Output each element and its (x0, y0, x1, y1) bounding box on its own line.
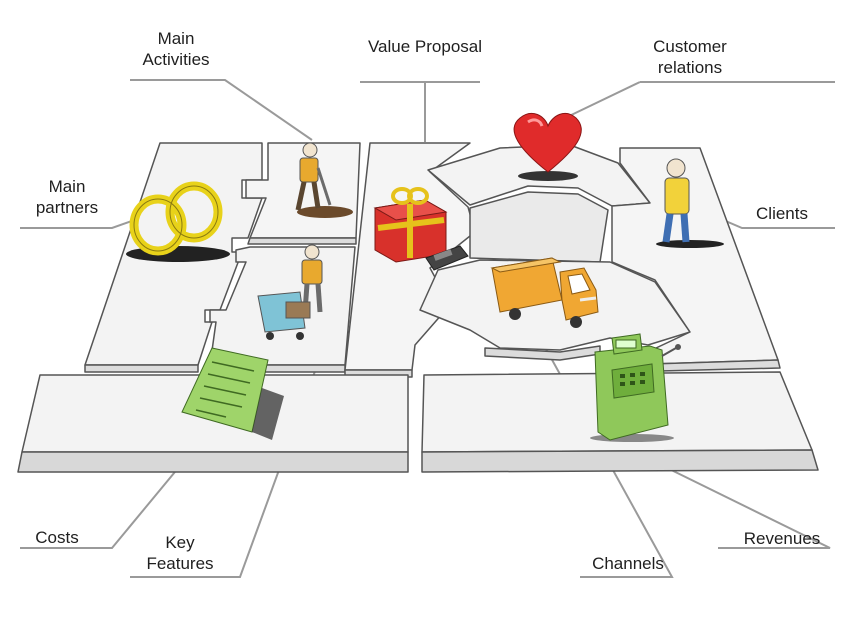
label-main-activities: Main Activities (128, 28, 224, 70)
board (17, 142, 819, 473)
label-customer-relations-line2: relations (657, 58, 723, 77)
label-main-partners: Main partners (22, 176, 112, 218)
leader-revenues (654, 461, 831, 549)
leader-main-partners (20, 217, 141, 229)
label-key-features-line2: Features (146, 554, 214, 573)
label-costs: Costs (22, 527, 92, 548)
worker-cart-icon (257, 244, 323, 340)
label-value-proposal: Value Proposal (355, 36, 495, 57)
label-revenues: Revenues (732, 528, 832, 549)
cash-register-icon (590, 333, 681, 442)
worker-digging-icon (295, 142, 353, 218)
block-inner-ring (469, 191, 609, 263)
label-revenues-text: Revenues (743, 529, 821, 548)
leader-main-activities (130, 79, 313, 141)
client-person-icon (656, 158, 724, 248)
gift-icon (373, 187, 448, 263)
document-icon (181, 347, 284, 440)
label-customer-relations: Customer relations (638, 36, 742, 78)
phone-icon (425, 245, 469, 271)
block-clients (611, 147, 779, 366)
label-clients-text: Clients (756, 204, 808, 223)
label-costs-text: Costs (35, 528, 79, 547)
label-main-activities-line1: Main (157, 29, 195, 48)
label-channels-text: Channels (592, 554, 664, 573)
block-main-partners-side (84, 364, 199, 373)
block-revenues-side (421, 449, 819, 473)
label-customer-relations-line1: Customer (653, 37, 727, 56)
truck-icon (490, 257, 599, 328)
label-main-partners-line2: partners (35, 198, 99, 217)
leader-customer-relations-diag (564, 81, 641, 119)
block-costs-side (17, 451, 409, 473)
block-main-activities-side (247, 237, 357, 245)
label-clients: Clients (740, 203, 824, 224)
rings-icon (126, 181, 230, 262)
label-key-features-line1: Key (165, 533, 195, 552)
label-key-features: Key Features (132, 532, 228, 574)
label-main-partners-line1: Main (48, 177, 86, 196)
label-channels: Channels (580, 553, 676, 574)
label-value-proposal-text: Value Proposal (367, 37, 483, 56)
heart-icon (513, 113, 582, 181)
label-main-activities-line2: Activities (142, 50, 210, 69)
